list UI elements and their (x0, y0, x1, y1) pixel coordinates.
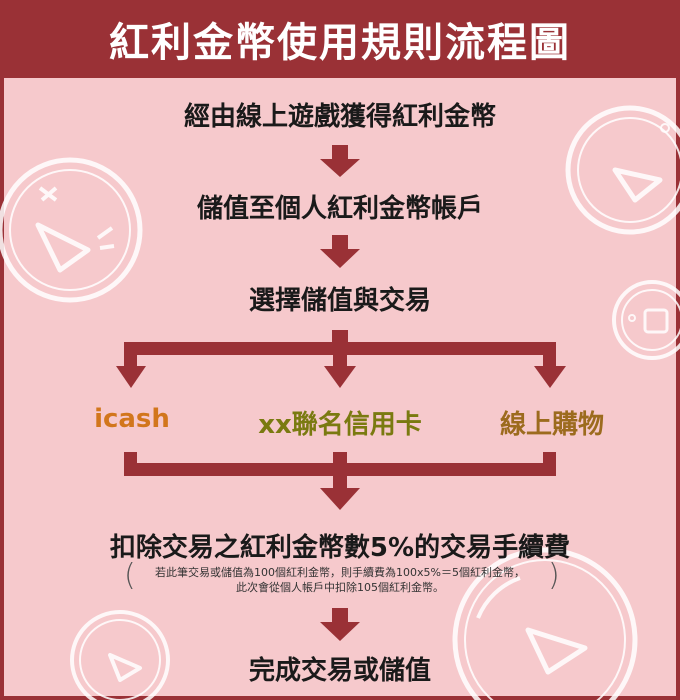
face-bubble-bottom-left (70, 610, 170, 700)
step-earn-coins: 經由線上遊戲獲得紅利金幣 (183, 102, 496, 132)
fee-note-line-1: 若此筆交易或儲值為100個紅利金幣，則手續費為100x5%＝5個紅利金幣， (155, 566, 525, 579)
winking-face-bubble-left (0, 157, 143, 303)
small-face-bubble-right (612, 280, 680, 360)
step-complete: 完成交易或儲值 (248, 656, 431, 686)
face-bubble-bottom-right (452, 547, 638, 700)
down-arrow-icon (320, 145, 360, 177)
step-deposit-account: 儲值至個人紅利金幣帳戶 (196, 194, 483, 224)
split-connector (116, 330, 566, 388)
step-choose-action: 選擇儲值與交易 (248, 286, 431, 316)
note-open-paren: ( (124, 558, 136, 593)
smiling-face-bubble-top-right (565, 105, 680, 235)
fee-note-line-2: 此次會從個人帳戶中扣除105個紅利金幣。 (236, 581, 444, 594)
branch-icash: icash (94, 404, 170, 434)
note-close-paren: ) (548, 558, 560, 593)
step-deduct-fee: 扣除交易之紅利金幣數5%的交易手續費 (109, 533, 571, 563)
down-arrow-icon (320, 235, 360, 268)
branch-credit-card: xx聯名信用卡 (258, 410, 422, 440)
down-arrow-icon (320, 608, 360, 641)
merge-connector (124, 452, 556, 510)
page-title: 紅利金幣使用規則流程圖 (109, 20, 571, 66)
branch-online-shopping: 線上購物 (499, 410, 604, 440)
